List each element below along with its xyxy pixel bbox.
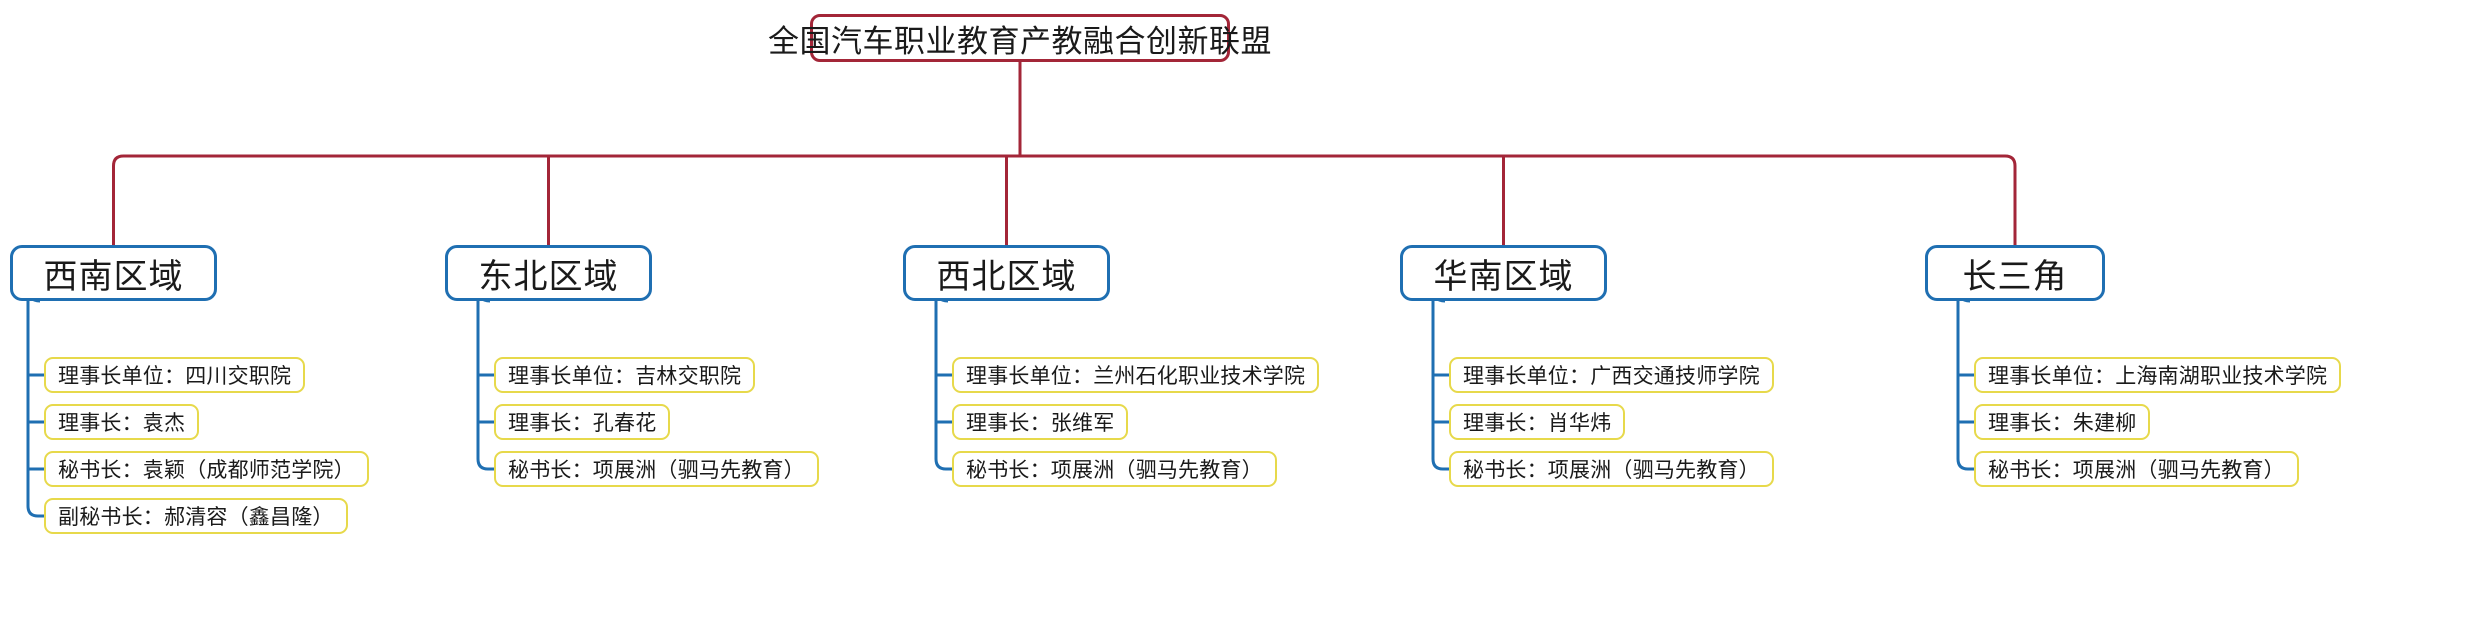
leaf-node-label: 理事长：张维军: [966, 412, 1115, 435]
leaf-node-label: 理事长单位：四川交职院: [58, 365, 292, 388]
region-node-northwest[interactable]: 西北区域: [903, 245, 1110, 301]
leaf-node-southchina-1[interactable]: 理事长：肖华炜: [1449, 404, 1626, 440]
region-node-label: 长三角: [1962, 257, 2068, 296]
leaf-node-yangtzedelta-0[interactable]: 理事长单位：上海南湖职业技术学院: [1974, 357, 2342, 393]
leaf-node-northeast-0[interactable]: 理事长单位：吉林交职院: [494, 357, 756, 393]
leaf-node-label: 秘书长：项展洲（驷马先教育）: [966, 459, 1263, 482]
root-connector-group: [112, 62, 2017, 245]
leaf-node-northeast-1[interactable]: 理事长：孔春花: [494, 404, 671, 440]
leaf-node-label: 理事长单位：兰州石化职业技术学院: [966, 365, 1306, 388]
region-node-southchina[interactable]: 华南区域: [1400, 245, 1607, 301]
region-node-label: 西北区域: [936, 257, 1077, 296]
region-node-label: 华南区域: [1433, 257, 1574, 296]
leaf-node-label: 理事长：袁杰: [58, 412, 186, 435]
leaf-node-southwest-0[interactable]: 理事长单位：四川交职院: [44, 357, 306, 393]
leaf-node-label: 理事长：孔春花: [508, 412, 657, 435]
leaf-node-label: 理事长单位：广西交通技师学院: [1463, 365, 1760, 388]
leaf-node-northwest-2[interactable]: 秘书长：项展洲（驷马先教育）: [952, 451, 1277, 487]
region-node-southwest[interactable]: 西南区域: [10, 245, 217, 301]
leaf-node-southwest-1[interactable]: 理事长：袁杰: [44, 404, 200, 440]
leaf-node-label: 秘书长：项展洲（驷马先教育）: [1463, 459, 1760, 482]
leaf-node-label: 秘书长：袁颖（成都师范学院）: [58, 459, 355, 482]
leaf-node-northwest-1[interactable]: 理事长：张维军: [952, 404, 1129, 440]
leaf-node-yangtzedelta-1[interactable]: 理事长：朱建柳: [1974, 404, 2151, 440]
region-node-yangtzedelta[interactable]: 长三角: [1925, 245, 2105, 301]
region-node-northeast[interactable]: 东北区域: [445, 245, 652, 301]
leaf-node-southwest-3[interactable]: 副秘书长：郝清容（鑫昌隆）: [44, 498, 348, 534]
leaf-node-label: 秘书长：项展洲（驷马先教育）: [508, 459, 805, 482]
leaf-node-southwest-2[interactable]: 秘书长：袁颖（成都师范学院）: [44, 451, 369, 487]
leaf-node-label: 理事长：肖华炜: [1463, 412, 1612, 435]
root-node[interactable]: 全国汽车职业教育产教融合创新联盟: [768, 14, 1272, 62]
leaf-node-label: 理事长单位：上海南湖职业技术学院: [1988, 365, 2328, 388]
root-node-label: 全国汽车职业教育产教融合创新联盟: [768, 23, 1272, 59]
leaf-node-northwest-0[interactable]: 理事长单位：兰州石化职业技术学院: [952, 357, 1320, 393]
leaf-node-yangtzedelta-2[interactable]: 秘书长：项展洲（驷马先教育）: [1974, 451, 2299, 487]
leaf-node-southchina-0[interactable]: 理事长单位：广西交通技师学院: [1449, 357, 1774, 393]
leaf-node-label: 理事长：朱建柳: [1988, 412, 2137, 435]
leaf-node-label: 秘书长：项展洲（驷马先教育）: [1988, 459, 2285, 482]
leaf-node-label: 副秘书长：郝清容（鑫昌隆）: [58, 506, 334, 529]
leaf-node-label: 理事长单位：吉林交职院: [508, 365, 742, 388]
region-node-label: 东北区域: [478, 257, 619, 296]
leaf-node-southchina-2[interactable]: 秘书长：项展洲（驷马先教育）: [1449, 451, 1774, 487]
leaf-node-northeast-2[interactable]: 秘书长：项展洲（驷马先教育）: [494, 451, 819, 487]
region-node-label: 西南区域: [43, 257, 184, 296]
